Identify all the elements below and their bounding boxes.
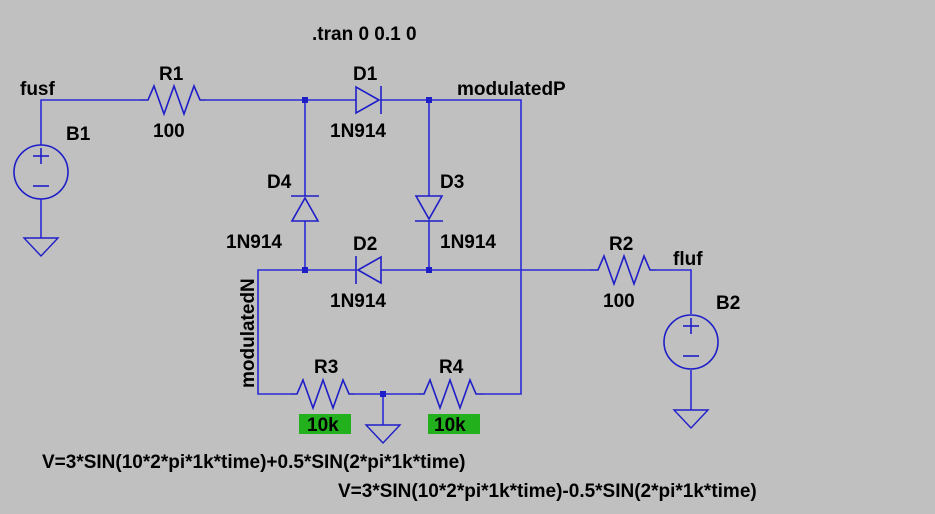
resistor-r2[interactable]	[590, 253, 656, 287]
label-r4[interactable]: R4	[439, 357, 464, 378]
diode-d4[interactable]	[290, 195, 320, 222]
ground-icon	[672, 409, 710, 430]
label-d2[interactable]: D2	[353, 234, 377, 255]
junction-node[interactable]	[302, 267, 308, 273]
junction-node[interactable]	[426, 267, 432, 273]
highlight-r3-value	[299, 414, 351, 434]
ground-icon	[364, 424, 402, 445]
junctions	[302, 97, 432, 397]
wire-r2-b2[interactable]	[656, 269, 692, 314]
value-r2[interactable]: 100	[603, 291, 635, 312]
label-d4[interactable]: D4	[267, 172, 292, 193]
junction-node[interactable]	[302, 97, 308, 103]
label-b1[interactable]: B1	[66, 124, 91, 145]
label-d3[interactable]: D3	[440, 172, 464, 193]
source-expr-b2[interactable]: V=3*SIN(10*2*pi*1k*time)-0.5*SIN(2*pi*1k…	[338, 481, 757, 502]
label-d1[interactable]: D1	[353, 64, 378, 85]
voltage-source-b1[interactable]	[13, 144, 69, 200]
value-r4[interactable]: 10k	[434, 415, 466, 436]
net-label-fusf[interactable]: fusf	[20, 79, 56, 100]
net-label-modulatedn[interactable]: modulatedN	[238, 278, 259, 388]
diode-d3[interactable]	[414, 195, 444, 222]
label-r1[interactable]: R1	[159, 64, 184, 85]
net-label-fluf[interactable]: fluf	[673, 249, 703, 270]
tran-directive[interactable]: .tran 0 0.1 0	[312, 24, 417, 45]
value-r3[interactable]: 10k	[307, 415, 339, 436]
net-label-modulatedp[interactable]: modulatedP	[457, 79, 566, 100]
model-d3[interactable]: 1N914	[440, 232, 496, 253]
model-d1[interactable]: 1N914	[330, 121, 386, 142]
source-expr-b1[interactable]: V=3*SIN(10*2*pi*1k*time)+0.5*SIN(2*pi*1k…	[42, 452, 465, 473]
resistor-r4[interactable]	[418, 377, 484, 411]
voltage-source-b2[interactable]	[663, 314, 719, 370]
wire-modulatedp[interactable]	[429, 99, 522, 395]
diode-d1[interactable]	[355, 85, 382, 115]
resistor-r1[interactable]	[140, 83, 206, 117]
label-r3[interactable]: R3	[314, 357, 338, 378]
model-d4[interactable]: 1N914	[226, 232, 282, 253]
wire-b1-r1[interactable]	[40, 99, 140, 145]
wires	[40, 99, 692, 425]
junction-node[interactable]	[426, 97, 432, 103]
junction-node[interactable]	[380, 391, 386, 397]
diode-d2[interactable]	[355, 255, 382, 285]
wire-modulatedn[interactable]	[257, 269, 305, 395]
highlight-r4-value	[428, 414, 480, 434]
value-r1[interactable]: 100	[153, 121, 185, 142]
label-r2[interactable]: R2	[609, 234, 633, 255]
label-b2[interactable]: B2	[716, 293, 740, 314]
resistor-r3[interactable]	[291, 377, 355, 411]
model-d2[interactable]: 1N914	[330, 291, 386, 312]
ground-icon	[22, 237, 60, 258]
